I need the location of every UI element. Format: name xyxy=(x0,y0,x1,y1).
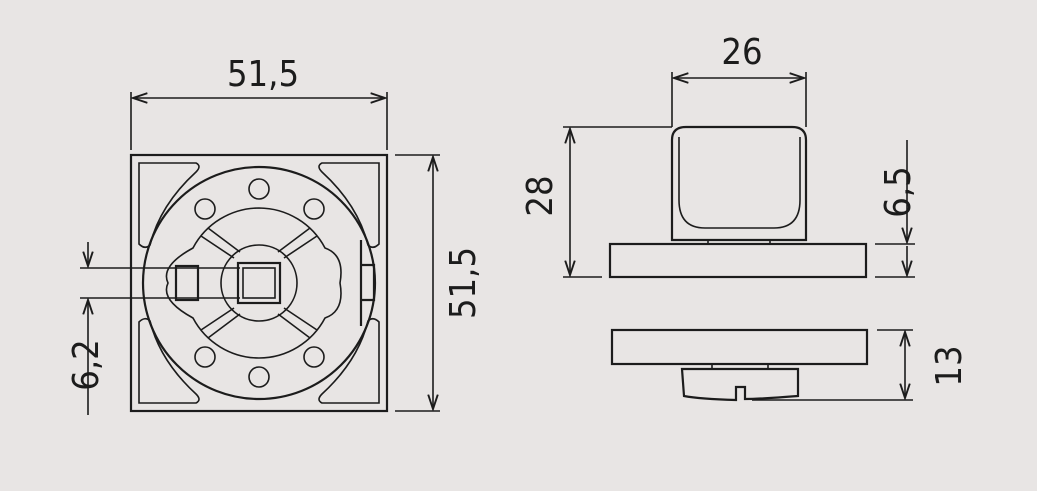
total-height-label: 28 xyxy=(520,175,561,216)
base-plate xyxy=(608,242,868,279)
total-height-dimension: 28 xyxy=(520,126,672,278)
front-view: 51,5 51,5 6,2 xyxy=(66,54,484,415)
outer-plate xyxy=(129,153,389,413)
right-latch xyxy=(359,240,376,326)
spindle-square xyxy=(242,267,276,299)
height-label: 51,5 xyxy=(443,247,484,319)
corner-cutouts xyxy=(138,162,380,404)
spokes xyxy=(200,227,318,339)
spindle-dimension: 6,2 xyxy=(66,242,240,415)
height-dimension: 51,5 xyxy=(395,154,484,412)
knob-width-label: 26 xyxy=(721,32,762,73)
side-view: 26 28 6,5 xyxy=(520,32,919,279)
knob-outline xyxy=(670,125,808,242)
bottom-knob xyxy=(680,367,800,402)
spindle-square-outer xyxy=(236,261,282,305)
screw-holes xyxy=(194,178,325,388)
hub-circle xyxy=(220,244,298,322)
bottom-plate xyxy=(610,328,869,366)
knob-face xyxy=(678,137,801,229)
left-latch xyxy=(174,264,200,302)
width-label: 51,5 xyxy=(227,54,299,95)
plate-thickness-label: 6,5 xyxy=(878,166,919,218)
inner-cam xyxy=(165,207,342,359)
bottom-view: 13 xyxy=(610,328,970,402)
bottom-height-dimension: 13 xyxy=(752,329,970,401)
spindle-label: 6,2 xyxy=(66,339,107,391)
bottom-height-label: 13 xyxy=(929,345,970,386)
width-dimension: 51,5 xyxy=(130,54,388,150)
knob-width-dimension: 26 xyxy=(671,32,807,127)
plate-thickness-dimension: 6,5 xyxy=(875,140,919,278)
